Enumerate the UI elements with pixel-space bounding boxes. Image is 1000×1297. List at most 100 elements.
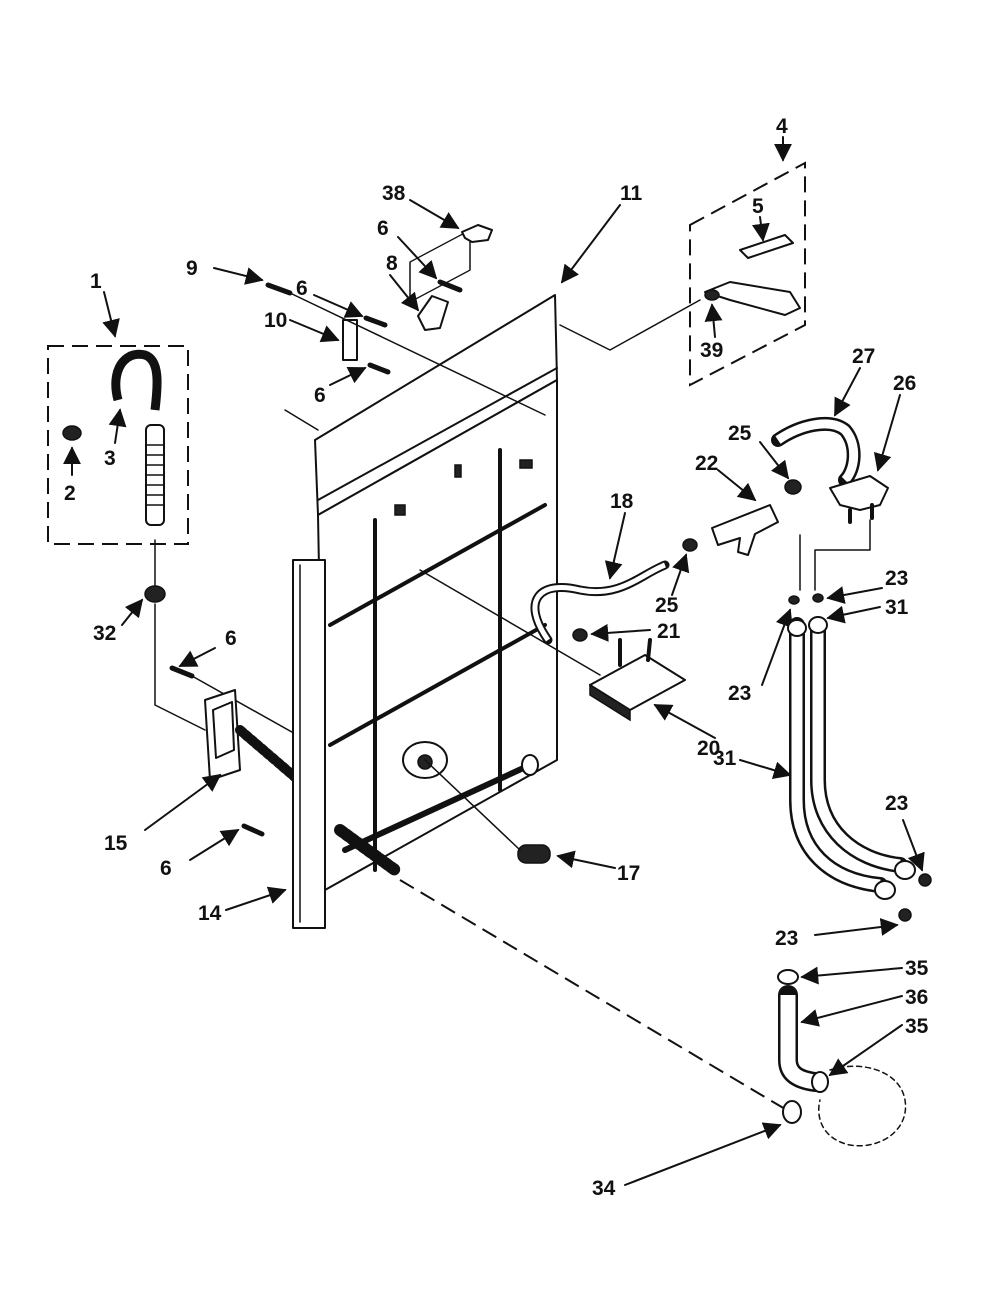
panel-cutout bbox=[409, 229, 471, 303]
part-17-line bbox=[424, 759, 521, 851]
leader-3 bbox=[108, 408, 127, 444]
drain-hose-part-36-inner bbox=[780, 995, 817, 1090]
leader-1 bbox=[102, 291, 120, 338]
callout-23c: 23 bbox=[885, 792, 908, 815]
leader-34 bbox=[624, 1122, 782, 1186]
rear-panel-rail bbox=[317, 367, 558, 501]
hose-coupling-d bbox=[894, 860, 916, 880]
rear-panel-strut-b bbox=[373, 448, 502, 872]
washer-part-21 bbox=[572, 628, 588, 642]
valve-26-fittings bbox=[848, 503, 874, 524]
callout-34: 34 bbox=[592, 1177, 616, 1200]
callout-27: 27 bbox=[852, 345, 875, 368]
washer-part-25a bbox=[682, 538, 698, 552]
callout-31b: 31 bbox=[713, 747, 737, 770]
screw-part-6e bbox=[241, 823, 265, 837]
leader-26 bbox=[873, 394, 901, 472]
panel-port-hole bbox=[417, 754, 433, 770]
leader-6d bbox=[178, 647, 216, 667]
clamp-part-34 bbox=[782, 1100, 802, 1124]
washer-part-23d bbox=[898, 908, 912, 922]
leader-31b bbox=[739, 759, 792, 779]
callout-23b: 23 bbox=[728, 682, 751, 705]
hose-part-27-inner bbox=[775, 419, 859, 484]
callout-8: 8 bbox=[386, 252, 398, 275]
inlet-hose-part-31b-inner bbox=[812, 625, 901, 871]
callout-35a: 35 bbox=[905, 957, 929, 980]
hose-coupling-b bbox=[808, 616, 828, 634]
side-panel-part-14 bbox=[292, 559, 326, 929]
hose-coupling-c bbox=[874, 880, 896, 900]
valve-outlet-lines bbox=[799, 519, 871, 591]
callout-31a: 31 bbox=[885, 596, 909, 619]
leader-23a bbox=[826, 586, 883, 604]
clamp-part-32 bbox=[144, 585, 166, 603]
callout-1: 1 bbox=[90, 270, 102, 293]
panel-foot bbox=[521, 754, 539, 776]
bracket-part-5 bbox=[739, 234, 794, 259]
kit-4-group bbox=[689, 161, 806, 387]
inlet-hose-part-31a-inner bbox=[791, 625, 881, 891]
plug-part-17 bbox=[517, 844, 551, 864]
callout-9: 9 bbox=[186, 257, 198, 280]
rear-panel-group bbox=[314, 229, 558, 891]
leader-5 bbox=[751, 216, 770, 242]
callout-6c: 6 bbox=[314, 384, 326, 407]
callout-20: 20 bbox=[697, 737, 720, 760]
callout-22: 22 bbox=[695, 452, 718, 475]
leader-38 bbox=[409, 199, 460, 229]
leader-21 bbox=[590, 623, 651, 642]
clip-part-8 bbox=[417, 295, 449, 331]
callout-6b: 6 bbox=[296, 277, 308, 300]
panel-bottom-pipe bbox=[342, 762, 533, 853]
leader-14 bbox=[225, 886, 287, 911]
washer-part-23c bbox=[918, 873, 932, 887]
callout-39: 39 bbox=[700, 339, 723, 362]
leader-6b bbox=[313, 294, 364, 318]
hose-coupling-a bbox=[787, 619, 807, 637]
screw-part-6a bbox=[437, 279, 463, 293]
callout-6a: 6 bbox=[377, 217, 389, 240]
washer-part-23a bbox=[788, 595, 800, 605]
callout-32: 32 bbox=[93, 622, 116, 645]
screw-part-6d bbox=[169, 665, 195, 679]
leader-36 bbox=[800, 995, 903, 1027]
leader-8 bbox=[389, 274, 420, 312]
clamp-part-35b bbox=[811, 1071, 829, 1093]
drain-hose-part bbox=[111, 349, 162, 411]
callout-26: 26 bbox=[893, 372, 916, 395]
screw-part-6c bbox=[367, 362, 391, 375]
callout-38: 38 bbox=[382, 182, 406, 205]
leader-6e bbox=[189, 829, 240, 861]
callout-5: 5 bbox=[752, 195, 764, 218]
callout-6e: 6 bbox=[160, 857, 172, 880]
callout-4: 4 bbox=[776, 115, 788, 138]
leader-25a bbox=[671, 553, 690, 596]
clamp-part-2 bbox=[62, 425, 82, 441]
bracket-part-10 bbox=[342, 319, 358, 361]
screw-part-6b bbox=[363, 315, 388, 328]
valve-part-26 bbox=[829, 475, 889, 511]
callout-15: 15 bbox=[104, 832, 128, 855]
callout-36: 36 bbox=[905, 986, 928, 1009]
callout-2: 2 bbox=[64, 482, 76, 505]
kit-1-group bbox=[47, 345, 189, 545]
kit-1-dashed-box bbox=[47, 345, 189, 545]
leader-18 bbox=[604, 512, 626, 580]
leader-20 bbox=[653, 704, 716, 739]
screw-part-9 bbox=[265, 282, 293, 296]
callout-21: 21 bbox=[657, 620, 681, 643]
drain-spring bbox=[334, 824, 401, 876]
pump-bracket-face bbox=[212, 701, 235, 759]
hose-part-18-inner bbox=[532, 562, 666, 642]
callout-17: 17 bbox=[617, 862, 640, 885]
clamp-part-35a bbox=[777, 969, 799, 985]
leader-23d bbox=[814, 918, 899, 936]
leader-32 bbox=[121, 598, 144, 626]
leader-35a bbox=[800, 966, 903, 985]
callout-3: 3 bbox=[104, 447, 116, 470]
leader-11 bbox=[560, 204, 621, 284]
callout-25b: 25 bbox=[728, 422, 752, 445]
hose-to-pump-line bbox=[154, 603, 206, 731]
